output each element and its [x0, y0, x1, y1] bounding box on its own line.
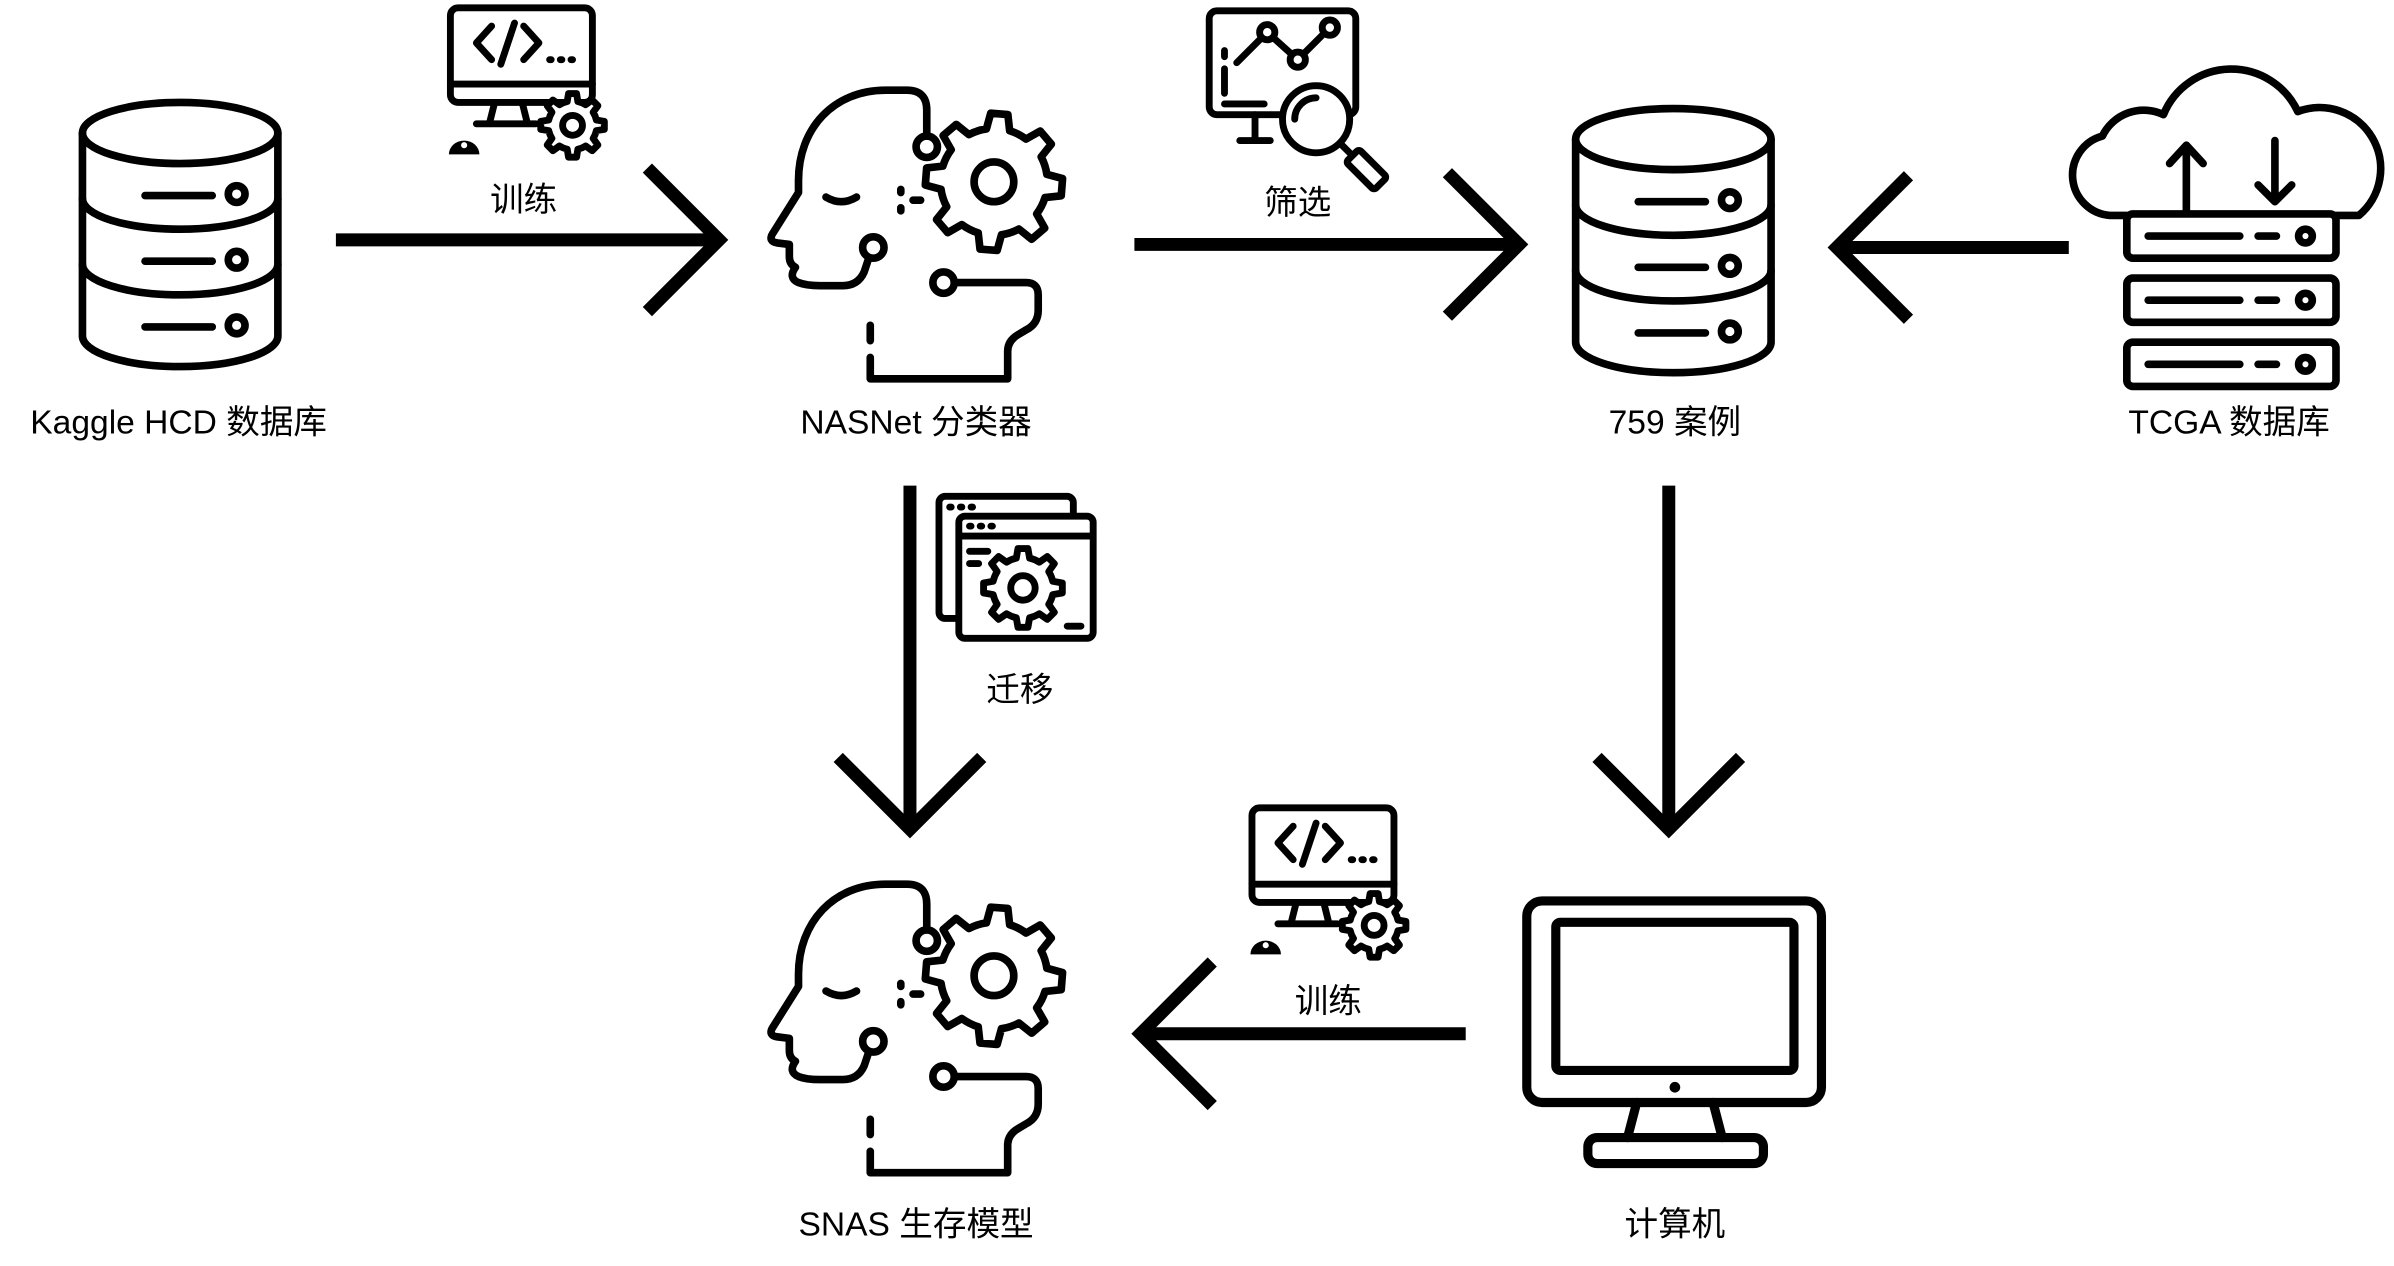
arrow-head-down-icon: [833, 752, 987, 839]
ai-head-gear-icon: [771, 884, 1063, 1173]
arrow-head-left-icon: [1131, 957, 1217, 1111]
arrow-left-icon: [1827, 171, 1914, 324]
edge-kaggle-to-nasnet: 训练: [335, 8, 729, 317]
node-759-cases: 759 案例: [1576, 109, 1771, 442]
edge-cases-to-computer: [1592, 485, 1746, 839]
ai-head-gear-icon: [771, 90, 1063, 379]
node-label-nasnet: NASNet 分类器: [800, 404, 1031, 442]
edge-label-filter: 筛选: [1264, 184, 1331, 222]
windows-gear-icon: [939, 496, 1093, 638]
node-snas-survival-model: SNAS 生存模型: [771, 884, 1063, 1243]
edge-nasnet-to-snas: 迁移: [833, 485, 1093, 839]
node-label-tcga: TCGA 数据库: [2128, 404, 2330, 442]
chart-magnifier-icon: [1209, 11, 1387, 190]
database-icon: [1576, 109, 1771, 373]
edge-computer-to-snas: 训练: [1131, 808, 1466, 1111]
node-label-snas: SNAS 生存模型: [799, 1205, 1034, 1243]
node-label-computer: 计算机: [1625, 1205, 1726, 1243]
arrow-head-right-icon: [1442, 168, 1529, 321]
node-tcga-database: TCGA 数据库: [2073, 69, 2381, 442]
edge-label-transfer: 迁移: [986, 671, 1053, 709]
node-label-kaggle: Kaggle HCD 数据库: [30, 404, 327, 442]
node-kaggle-database: Kaggle HCD 数据库: [30, 102, 327, 442]
database-icon: [82, 102, 277, 366]
edge-tcga-to-cases: [1827, 171, 2069, 324]
computer-monitor-icon: [1522, 896, 1827, 1169]
code-monitor-gear-icon: [1250, 808, 1405, 957]
node-nasnet-classifier: NASNet 分类器: [771, 90, 1063, 442]
edge-label-train: 训练: [490, 181, 557, 219]
code-monitor-gear-icon: [449, 8, 604, 157]
edge-label-train: 训练: [1295, 982, 1362, 1020]
node-label-cases: 759 案例: [1609, 404, 1742, 442]
arrow-down-icon: [1592, 752, 1746, 839]
arrow-head-right-icon: [642, 163, 729, 317]
node-computer: 计算机: [1522, 896, 1827, 1243]
edge-nasnet-to-cases: 筛选: [1134, 11, 1529, 321]
cloud-server-icon: [2073, 69, 2381, 386]
